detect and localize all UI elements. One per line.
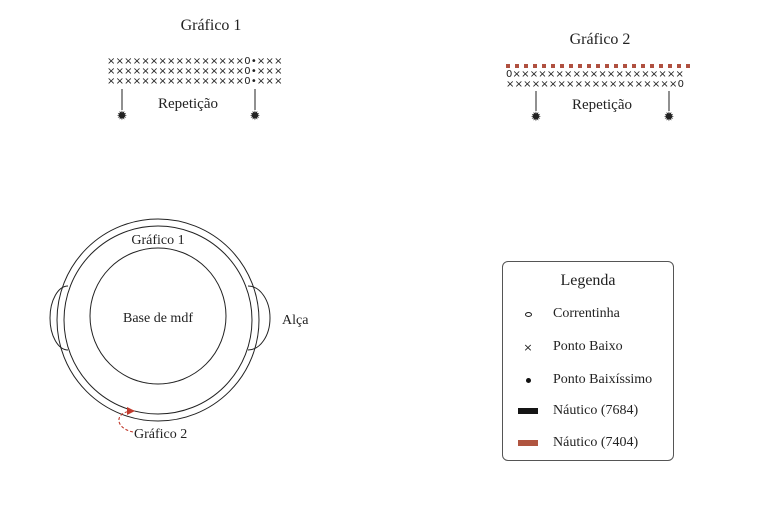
- edge-arrowhead: [127, 407, 135, 415]
- outer-ring-inner-edge: [63, 225, 253, 415]
- chart-2-title: Gráfico 2: [570, 31, 631, 48]
- chart-2-repeat-star-left: ✹: [531, 110, 542, 125]
- legend-label: Ponto Baixo: [553, 339, 623, 354]
- legend-item-ponto-baixissimo: Ponto Baixíssimo: [503, 370, 673, 390]
- legend-item-correntinha: Correntinha: [503, 304, 673, 324]
- chart-1-repeat-star-right: ✹: [250, 109, 261, 124]
- chart-2-row-1: 0××××××××××××××××××××: [506, 69, 684, 80]
- single-crochet-icon: ×: [523, 340, 533, 354]
- legend-label: Náutico (7404): [553, 435, 639, 450]
- legend-item-nautico-7404: Náutico (7404): [503, 433, 673, 453]
- base-label: Base de mdf: [123, 311, 193, 326]
- legend-label: Náutico (7684): [553, 403, 639, 418]
- chart-1-title: Gráfico 1: [181, 17, 242, 34]
- chart-2-row-2: ××××××××××××××××××××0: [506, 79, 684, 90]
- chart-1-repeat-label: Repetição: [158, 96, 218, 112]
- chart-2-repeat-star-right: ✹: [664, 110, 675, 125]
- handle-label: Alça: [282, 313, 309, 328]
- outer-ring-edge: [56, 218, 260, 422]
- chart-1-row-1: ××××××××××××××××0•×××: [107, 56, 283, 67]
- chart-1: Gráfico 1 ××××××××××××××××0•××× ××××××××…: [107, 17, 283, 124]
- legend-item-nautico-7684: Náutico (7684): [503, 401, 673, 421]
- chain-stitch-icon: [517, 304, 539, 324]
- assembly-diagram: Gráfico 1 Base de mdf Alça Gráfico 2: [49, 218, 309, 442]
- legend-box: Legenda Correntinha × Ponto Baixo Ponto …: [502, 261, 674, 461]
- color-swatch-icon: [517, 433, 539, 453]
- chart-2-repeat-label: Repetição: [572, 97, 632, 113]
- slip-stitch-icon: [517, 370, 539, 390]
- chart-1-row-2: ××××××××××××××××0•×××: [107, 66, 283, 77]
- edge-label: Gráfico 2: [134, 427, 187, 442]
- chart-1-row-3: ××××××××××××××××0•×××: [107, 76, 283, 87]
- legend-label: Ponto Baixíssimo: [553, 372, 653, 387]
- legend-item-ponto-baixo: × Ponto Baixo: [503, 337, 673, 357]
- color-swatch-icon: [517, 401, 539, 421]
- mdf-base: [89, 247, 227, 385]
- chart-1-repeat-star-left: ✹: [117, 109, 128, 124]
- handle-right: [247, 285, 271, 351]
- ring-label: Gráfico 1: [131, 233, 184, 248]
- legend-title: Legenda: [560, 272, 616, 289]
- chart-2: Gráfico 2 0×××××××××××××××××××× ××××××××…: [506, 31, 690, 125]
- legend-label: Correntinha: [553, 306, 620, 321]
